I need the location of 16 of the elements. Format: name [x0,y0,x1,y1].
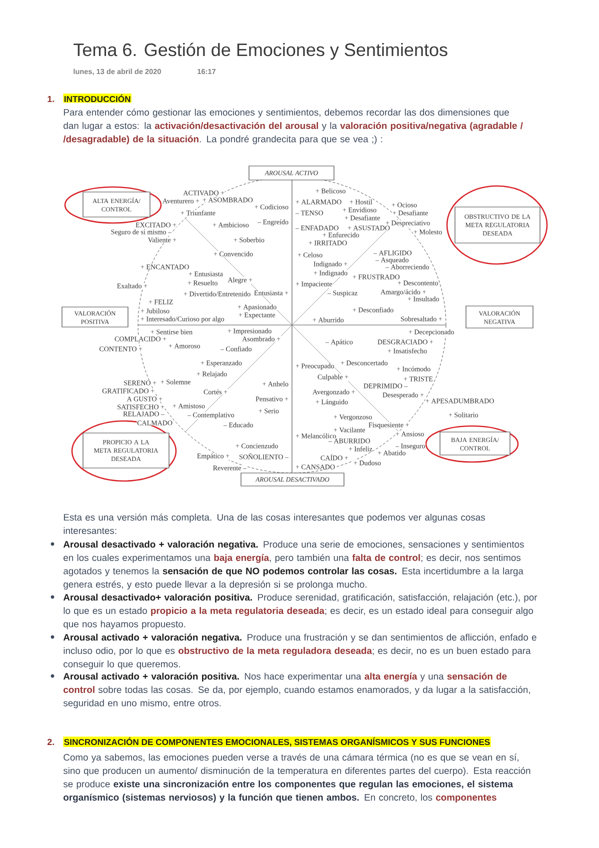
paragraph: Arousal desactivado+ valoración positiva. Produce serenidad, gratificación, satisfacción, relajación (etc.), por lo que es un estado propicio a la meta regulatoria deseada; es decir, es un estado ideal para conseguir algo que nos hayamos propuesto. [63,594,538,630]
paragraph: Arousal activado + valoración positiva. Nos hace experimentar una alta energía y una sensación de control sobre todas las cosas. Se da, por ejemplo, cuando estamos enamorados, y da lugar a la satisfacción, seguridad en uno mismo, entre otros. [63,672,530,708]
page-title: Tema 6. Gestión de Emociones y Sentimientos [74,42,448,60]
highlight-ellipse [71,420,177,482]
paragraph: Arousal activado + valoración negativa. Produce una frustración y se dan sentimientos de aflicción, enfado e incluso odio, por lo que es obstructivo de la meta reguladora deseada; es decir, no es un buen estado para conseguir lo que queremos. [63,634,536,670]
section-number: 1. [48,96,54,102]
paragraph: Esta es una versión más completa. Una de las cosas interesantes que podemos ver algunas cosas interesantes: [64,514,485,534]
highlight-ellipse [425,425,519,463]
section-number: 2. [48,738,54,745]
highlight-ellipse [64,186,162,224]
paragraph: Para entender cómo gestionar las emociones y sentimientos, debemos recordar las dos dimensiones que dan lugar a estos: la activación/desactivación del arousal y la valoración positiva/negativa (agradable / /desagradable) de la situación. La pondré grandecita para que se vea ;) : [63,108,523,144]
highlight-ellipse [446,185,548,265]
section-heading: INTRODUCCIÓN [63,94,132,103]
paragraph: Como ya sabemos, las emociones pueden verse a través de una cámara térmica (no es que se vean en sí, sino que producen un aumento/ disminución de la temperatura en diferentes partes del cuerpo). Esta reacción se produce existe una sincronización entre los componentes que regulan las emociones, el sistema organísmico (sistemas nerviosos) y la función que tienen ambos. En concreto, los componentes [63,754,530,803]
section-heading: SINCRONIZACIÓN DE COMPONENTES EMOCIONALES, SISTEMAS ORGANÍSMICOS Y SUS FUNCIONES [63,736,491,748]
paragraph: Arousal desactivado + valoración negativa. Produce una serie de emociones, sensaciones y sentimientos en los cuales experimentamos una baja energía, pero también una falta de control; es decir, nos sentimos agotados y tenemos la sensación de que NO podemos controlar las cosas. Esta incertidumbre a la larga genera estrés, y esto puede llevar a la depresión si se prolonga mucho. [63,540,524,590]
